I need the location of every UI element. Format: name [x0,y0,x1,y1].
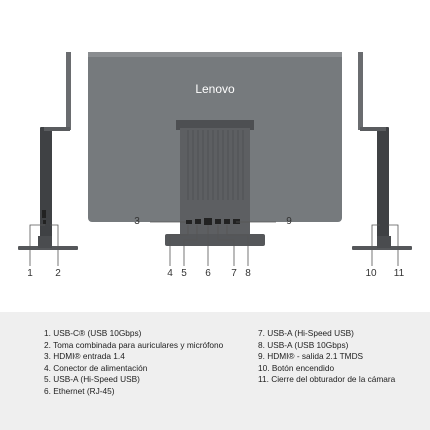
callout-6: 6 [205,268,211,279]
right-side-view [352,52,412,250]
legend-item-6: 6. Ethernet (RJ-45) [44,385,115,396]
product-illustration: Lenovo 1 2 3 4 5 6 7 8 9 10 11 [18,52,412,279]
legend-item-4: 4. Conector de alimentación [44,362,148,373]
callout-5: 5 [181,268,187,279]
legend-item-5: 5. USB-A (Hi-Speed USB) [44,374,140,385]
callout-9: 9 [286,216,292,227]
callout-7: 7 [231,268,237,279]
callout-4: 4 [167,268,173,279]
callout-2: 2 [55,268,61,279]
legend-column-right: 7. USB-A (Hi-Speed USB) 8. USB-A (USB 10… [258,328,418,386]
leader-lines [29,221,399,266]
legend-item-11: 11. Cierre del obturador de la cámara [258,374,396,385]
callout-8: 8 [245,268,251,279]
callout-1: 1 [27,268,33,279]
callout-11: 11 [393,268,405,279]
legend-item-3: 3. HDMI® entrada 1.4 [44,351,125,362]
rear-view [88,52,342,246]
monitor-drawing: Lenovo [18,52,412,266]
legend-item-10: 10. Botón encendido [258,362,335,373]
legend-item-1: 1. USB-C® (USB 10Gbps) [44,328,142,338]
legend-item-2: 2. Toma combinada para auriculares y mic… [44,339,224,350]
legend-item-7: 7. USB-A (Hi-Speed USB) [258,328,354,338]
legend-item-8: 8. USB-A (USB 10Gbps) [258,339,349,350]
callout-10: 10 [365,268,377,279]
brand-logo: Lenovo [195,82,235,96]
left-side-view [18,52,78,250]
legend-item-9: 9. HDMI® - salida 2.1 TMDS [258,351,364,362]
port-legend: 1. USB-C® (USB 10Gbps) 2. Toma combinada… [0,312,430,430]
callout-3: 3 [134,216,140,227]
legend-column-left: 1. USB-C® (USB 10Gbps) 2. Toma combinada… [44,328,254,398]
